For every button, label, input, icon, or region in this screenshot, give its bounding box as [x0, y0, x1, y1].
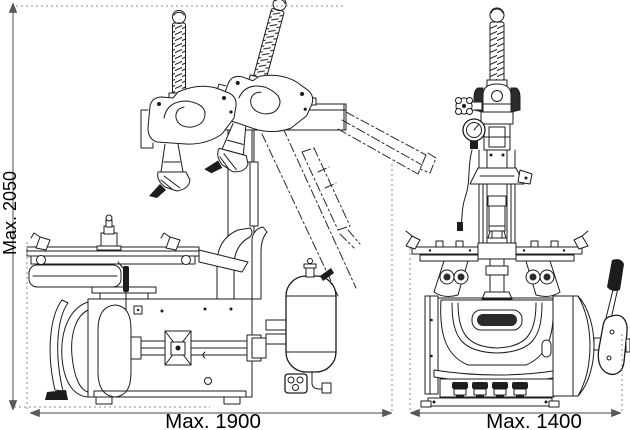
side-view: [26, 0, 437, 405]
front-turntable: [405, 225, 589, 300]
lock-lever: [123, 266, 129, 292]
front-column-head: [473, 7, 521, 151]
front-view: [405, 7, 630, 408]
dimension-height-label: Max. 2050: [0, 171, 20, 255]
tank-valve-block: [284, 373, 308, 394]
flexible-boot: [97, 304, 132, 398]
dimension-width: Max. 1400: [409, 408, 622, 430]
pressure-gauge: [457, 118, 486, 231]
tool-head-vertical: [140, 10, 237, 199]
clamp: [165, 236, 181, 251]
arrowhead-left: [409, 408, 420, 418]
tank-nozzle: [320, 268, 334, 281]
clamp: [35, 236, 51, 251]
side-turntable: [26, 214, 249, 311]
side-cabinet: [45, 298, 262, 405]
cabinet-foot: [95, 396, 113, 405]
inflation-hose: [460, 149, 473, 225]
base-plate: [420, 397, 560, 408]
lever-plate: [597, 314, 628, 376]
column-rear-cover: [216, 226, 268, 300]
cabinet-foot: [223, 396, 241, 405]
bead-seater-tank: [251, 258, 337, 394]
arrowhead-right: [611, 408, 622, 418]
clamp: [405, 235, 421, 250]
arrowhead-right: [382, 408, 393, 418]
tilted-column-phantom: [261, 127, 361, 297]
dimension-depth: Max. 1900: [29, 408, 393, 430]
dimension-width-label: Max. 1400: [486, 410, 582, 430]
arrowhead-up: [8, 2, 18, 13]
dimension-depth-label: Max. 1900: [165, 410, 261, 430]
bead-breaker-foot: [45, 390, 68, 400]
dimension-height: Max. 2050: [0, 2, 20, 411]
arrowhead-left: [29, 408, 40, 418]
locking-knob: [455, 97, 483, 115]
clamp: [573, 235, 589, 250]
arm-extended-phantom: [337, 111, 437, 175]
side-motor-assembly: [541, 259, 630, 397]
lever-grip: [607, 259, 624, 291]
front-column-lower: [469, 149, 533, 249]
arrowhead-down: [8, 400, 18, 411]
